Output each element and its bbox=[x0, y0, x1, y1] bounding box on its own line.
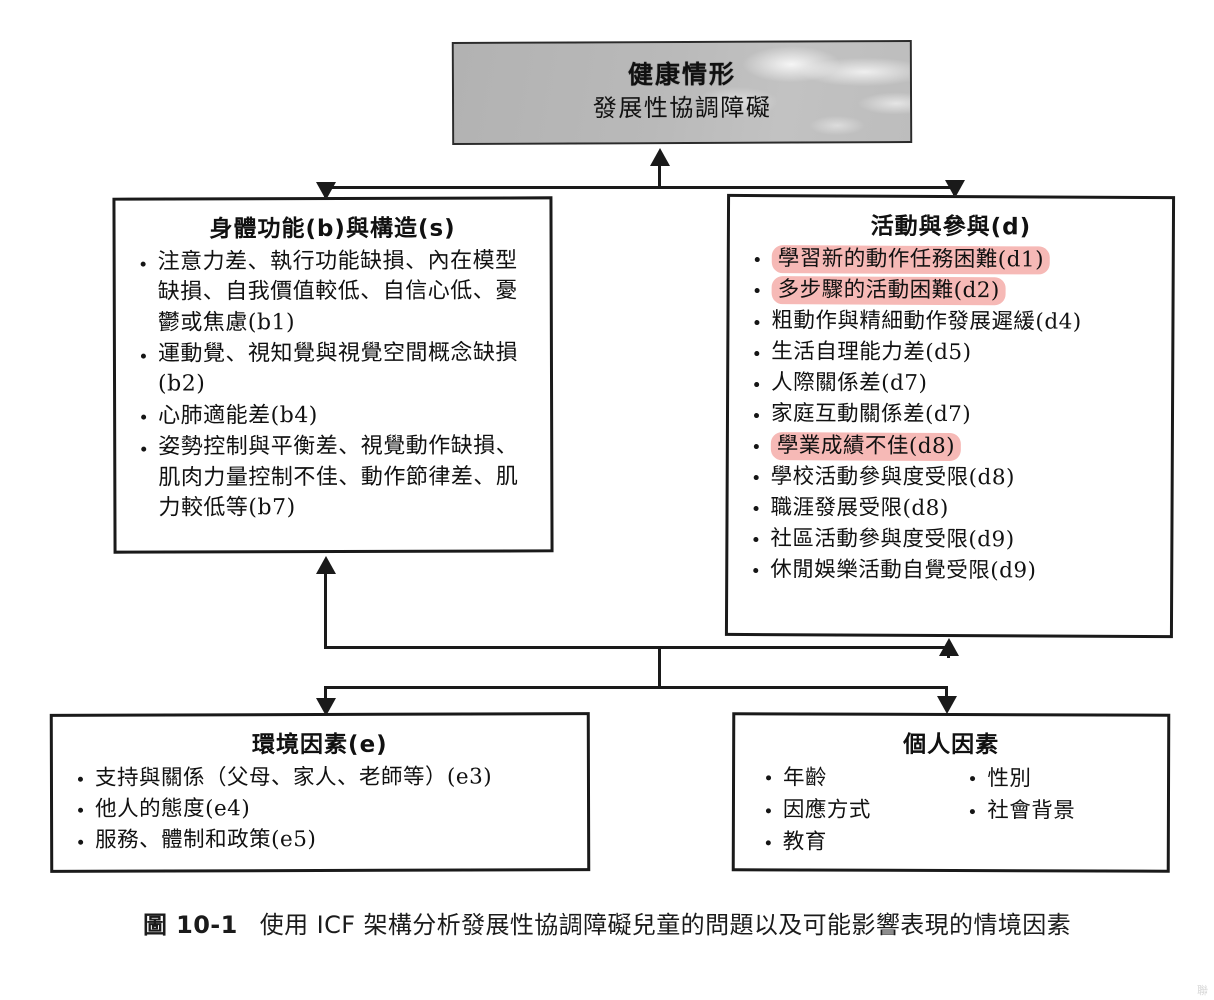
arrow-up-to-health-condition bbox=[650, 148, 670, 166]
body-functions-box: 身體功能(b)與構造(s) 注意力差、執行功能缺損、內在模型缺損、自我價值較低、… bbox=[112, 196, 554, 554]
highlighted-text: 多步驟的活動困難(d2) bbox=[771, 276, 1006, 306]
activity-participation-box: 活動與參與(d) 學習新的動作任務困難(d1)多步驟的活動困難(d2)粗動作與精… bbox=[724, 193, 1176, 639]
list-item: 教育 bbox=[763, 827, 957, 859]
health-condition-box: 健康情形 發展性協調障礙 bbox=[451, 39, 913, 146]
list-item: 人際關係差(d7) bbox=[751, 368, 1161, 400]
list-item: 心肺適能差(b4) bbox=[138, 400, 540, 432]
connector-horizontal-bottom bbox=[324, 686, 948, 689]
environmental-factors-list: 支持與關係（父母、家人、老師等）(e3)他人的態度(e4)服務、體制和政策(e5… bbox=[53, 762, 587, 856]
list-item: 年齡 bbox=[763, 762, 957, 794]
arrow-down-to-body-functions bbox=[316, 182, 336, 200]
list-item: 學業成績不佳(d8) bbox=[751, 431, 1161, 463]
highlighted-text: 學習新的動作任務困難(d1) bbox=[771, 245, 1051, 275]
environmental-factors-title: 環境因素(e) bbox=[251, 731, 388, 759]
list-item: 社區活動參與度受限(d9) bbox=[750, 524, 1160, 556]
list-item: 粗動作與精細動作發展遲緩(d4) bbox=[751, 306, 1161, 338]
arrow-up-to-body-functions bbox=[316, 556, 336, 574]
figure-caption: 圖 10-1 使用 ICF 架構分析發展性協調障礙兒童的問題以及可能影響表現的情境… bbox=[0, 905, 1214, 940]
list-item: 姿勢控制與平衡差、視覺動作缺損、肌肉力量控制不佳、動作節律差、肌力較低等(b7) bbox=[138, 432, 540, 524]
connector-vertical-bottom-left bbox=[324, 686, 327, 704]
connector-horizontal-top bbox=[324, 186, 956, 189]
body-functions-list: 注意力差、執行功能缺損、內在模型缺損、自我價值較低、自信心低、憂鬱或焦慮(b1)… bbox=[116, 246, 551, 524]
body-functions-title: 身體功能(b)與構造(s) bbox=[209, 215, 456, 243]
connector-vertical-bottom-stem bbox=[658, 646, 661, 688]
arrow-down-to-environmental-factors bbox=[316, 698, 336, 716]
list-item: 生活自理能力差(d5) bbox=[751, 337, 1161, 369]
environmental-factors-box: 環境因素(e) 支持與關係（父母、家人、老師等）(e3)他人的態度(e4)服務、… bbox=[49, 712, 591, 873]
list-item: 多步驟的活動困難(d2) bbox=[752, 275, 1162, 307]
list-item: 因應方式 bbox=[763, 795, 957, 827]
list-item: 學習新的動作任務困難(d1) bbox=[752, 244, 1162, 276]
activity-participation-list: 學習新的動作任務困難(d1)多步驟的活動困難(d2)粗動作與精細動作發展遲緩(d… bbox=[728, 244, 1172, 587]
list-item: 社會背景 bbox=[967, 795, 1157, 827]
activity-participation-title: 活動與參與(d) bbox=[870, 213, 1032, 241]
connector-vertical-left-riser bbox=[324, 573, 327, 649]
list-item: 休閒娛樂活動自覺受限(d9) bbox=[750, 555, 1160, 587]
connector-vertical-bottom-right bbox=[945, 686, 948, 702]
arrow-down-to-activity-participation bbox=[945, 180, 965, 198]
page-corner-mark: 聯 bbox=[1197, 984, 1208, 997]
list-item: 家庭互動關係差(d7) bbox=[751, 399, 1161, 431]
personal-factors-list-right: 性別社會背景 bbox=[967, 763, 1167, 860]
health-condition-subtitle: 發展性協調障礙 bbox=[592, 93, 772, 123]
list-item: 學校活動參與度受限(d8) bbox=[751, 462, 1161, 494]
personal-factors-title: 個人因素 bbox=[903, 731, 1000, 759]
figure-number: 圖 10-1 bbox=[142, 911, 238, 939]
list-item: 服務、體制和政策(e5) bbox=[75, 824, 577, 856]
list-item: 職涯發展受限(d8) bbox=[750, 493, 1160, 525]
connector-vertical-top-stem bbox=[658, 165, 661, 188]
list-item: 運動覺、視知覺與視覺空間概念缺損(b2) bbox=[138, 338, 540, 400]
list-item: 注意力差、執行功能缺損、內在模型缺損、自我價值較低、自信心低、憂鬱或焦慮(b1) bbox=[138, 246, 540, 338]
connector-vertical-right-riser bbox=[947, 646, 950, 658]
personal-factors-columns: 年齡因應方式教育 性別社會背景 bbox=[735, 762, 1167, 860]
health-condition-title: 健康情形 bbox=[627, 59, 736, 89]
personal-factors-list-left: 年齡因應方式教育 bbox=[763, 762, 968, 859]
list-item: 性別 bbox=[967, 763, 1157, 795]
highlighted-text: 學業成績不佳(d8) bbox=[770, 431, 962, 461]
arrow-down-to-personal-factors bbox=[937, 696, 957, 714]
figure-caption-text: 使用 ICF 架構分析發展性協調障礙兒童的問題以及可能影響表現的情境因素 bbox=[259, 911, 1072, 939]
personal-factors-box: 個人因素 年齡因應方式教育 性別社會背景 bbox=[731, 712, 1171, 873]
list-item: 支持與關係（父母、家人、老師等）(e3) bbox=[75, 762, 577, 794]
list-item: 他人的態度(e4) bbox=[75, 793, 577, 825]
connector-horizontal-mid bbox=[324, 646, 950, 649]
